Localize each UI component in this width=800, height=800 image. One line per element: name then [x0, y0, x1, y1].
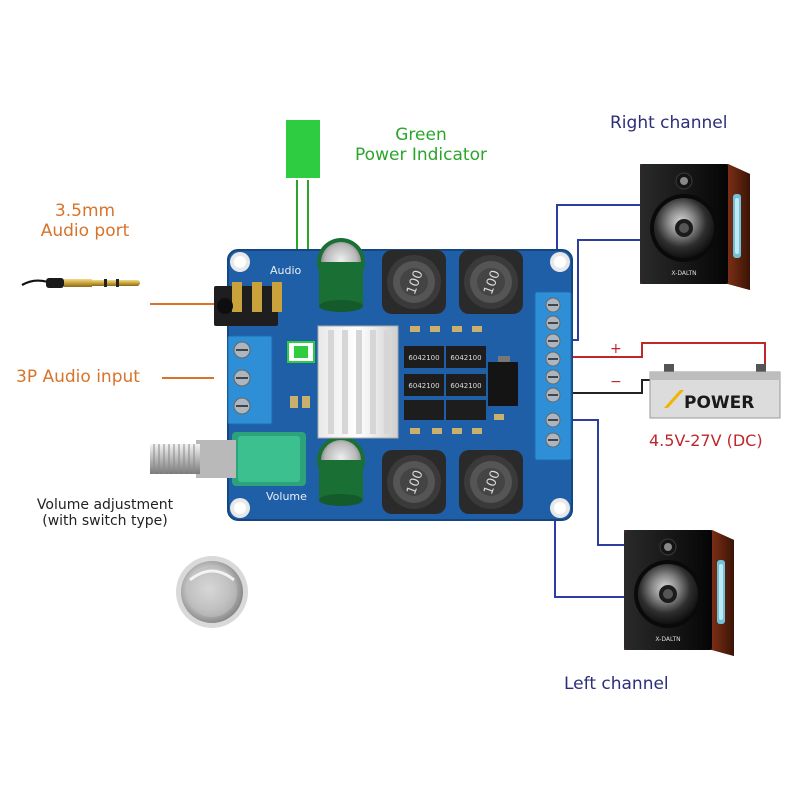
- board-label-audio: Audio: [270, 264, 302, 277]
- inductor-1: 100: [382, 250, 446, 314]
- inductor-3: 100: [382, 450, 446, 514]
- polarity-minus: −: [610, 374, 622, 390]
- audio-port-line-2: Audio port: [40, 220, 130, 241]
- board-label-volume: Volume: [266, 490, 307, 503]
- green-indicator-line-2: Power Indicator: [355, 144, 487, 165]
- chip-label: 6042100: [450, 354, 481, 362]
- left-channel-label: Left channel: [564, 674, 669, 694]
- battery-icon: POWER: [649, 364, 781, 419]
- power-wire-positive: [565, 342, 766, 373]
- right-channel-label: Right channel: [610, 113, 728, 133]
- capacitor-top: [317, 238, 365, 312]
- output-terminal-block: [534, 291, 572, 461]
- audio-input-label: 3P Audio input: [16, 367, 140, 387]
- chip-label: 6042100: [450, 382, 481, 390]
- power-wire-negative: [565, 379, 652, 394]
- knob-cap-icon: [176, 556, 248, 628]
- green-indicator-label: Green Power Indicator: [336, 125, 506, 165]
- inductor-2: 100: [459, 250, 523, 314]
- audio-port-line-1: 3.5mm: [54, 201, 116, 221]
- audio-jack-socket: [214, 282, 282, 326]
- battery-label: POWER: [684, 393, 754, 413]
- right-speaker-wire-2: [565, 239, 640, 341]
- potentiometer-icon: [150, 432, 306, 486]
- volume-adjustment-line-2: (with switch type): [42, 513, 168, 530]
- audio-port-label: 3.5mm Audio port: [20, 201, 150, 241]
- audio-input-terminal: [227, 335, 273, 425]
- chip-label: 6042100: [408, 354, 439, 362]
- left-speaker-icon: [623, 529, 735, 657]
- inductor-4: 100: [459, 450, 523, 514]
- volume-adjustment-label: Volume adjustment (with switch type): [18, 497, 192, 529]
- volume-adjustment-line-1: Volume adjustment: [36, 497, 174, 513]
- chip-label: 6042100: [408, 382, 439, 390]
- green-led-indicator-swatch: [286, 120, 320, 178]
- right-speaker-icon: [639, 163, 751, 291]
- voltage-label: 4.5V-27V (DC): [649, 431, 763, 450]
- heat-sink: [317, 325, 399, 439]
- mounting-holes: [230, 252, 570, 518]
- polarity-plus: +: [610, 341, 622, 357]
- amplifier-board: 100 100 100 100 6042100 6042100 6042100 …: [214, 238, 573, 521]
- left-speaker-wire-1: [565, 419, 632, 546]
- smd-components: 6042100 6042100 6042100 6042100: [290, 326, 518, 434]
- capacitor-bottom: [317, 436, 365, 506]
- green-indicator-line-1: Green: [395, 125, 447, 145]
- audio-jack-plug-icon: [21, 278, 140, 288]
